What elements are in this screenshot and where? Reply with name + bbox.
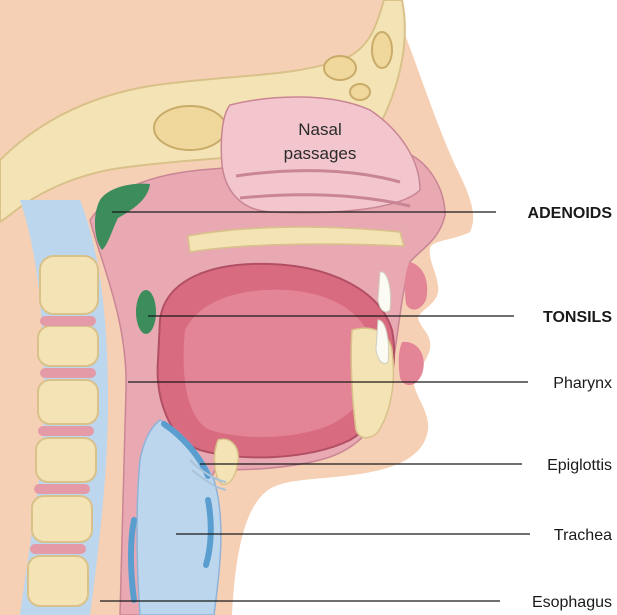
sinus-cavity	[154, 106, 226, 150]
intervertebral-disc	[40, 316, 96, 326]
intervertebral-disc	[30, 544, 86, 554]
nasal-passages-label-line2: passages	[284, 144, 357, 163]
intervertebral-disc	[34, 484, 90, 494]
sinus-cavity	[372, 32, 392, 68]
tongue-surface	[184, 290, 374, 437]
epiglottis-label: Epiglottis	[547, 457, 612, 474]
vertebra	[38, 326, 98, 366]
trachea-label: Trachea	[554, 527, 612, 544]
vertebra	[40, 256, 98, 314]
tonsils-label: TONSILS	[543, 309, 612, 326]
vertebra	[28, 556, 88, 606]
tracheal-cartilage	[131, 520, 134, 600]
vertebra	[36, 438, 96, 482]
intervertebral-disc	[38, 426, 94, 436]
tonsil	[136, 290, 156, 334]
vertebra	[32, 496, 92, 542]
vertebra	[38, 380, 98, 424]
nasal-passages-label-line1: Nasal	[298, 120, 341, 139]
adenoids-label: ADENOIDS	[528, 205, 613, 222]
esophagus-label: Esophagus	[532, 594, 612, 611]
sinus-cavity	[350, 84, 370, 100]
sinus-cavity	[324, 56, 356, 80]
pharynx-label: Pharynx	[553, 375, 612, 392]
intervertebral-disc	[40, 368, 96, 378]
